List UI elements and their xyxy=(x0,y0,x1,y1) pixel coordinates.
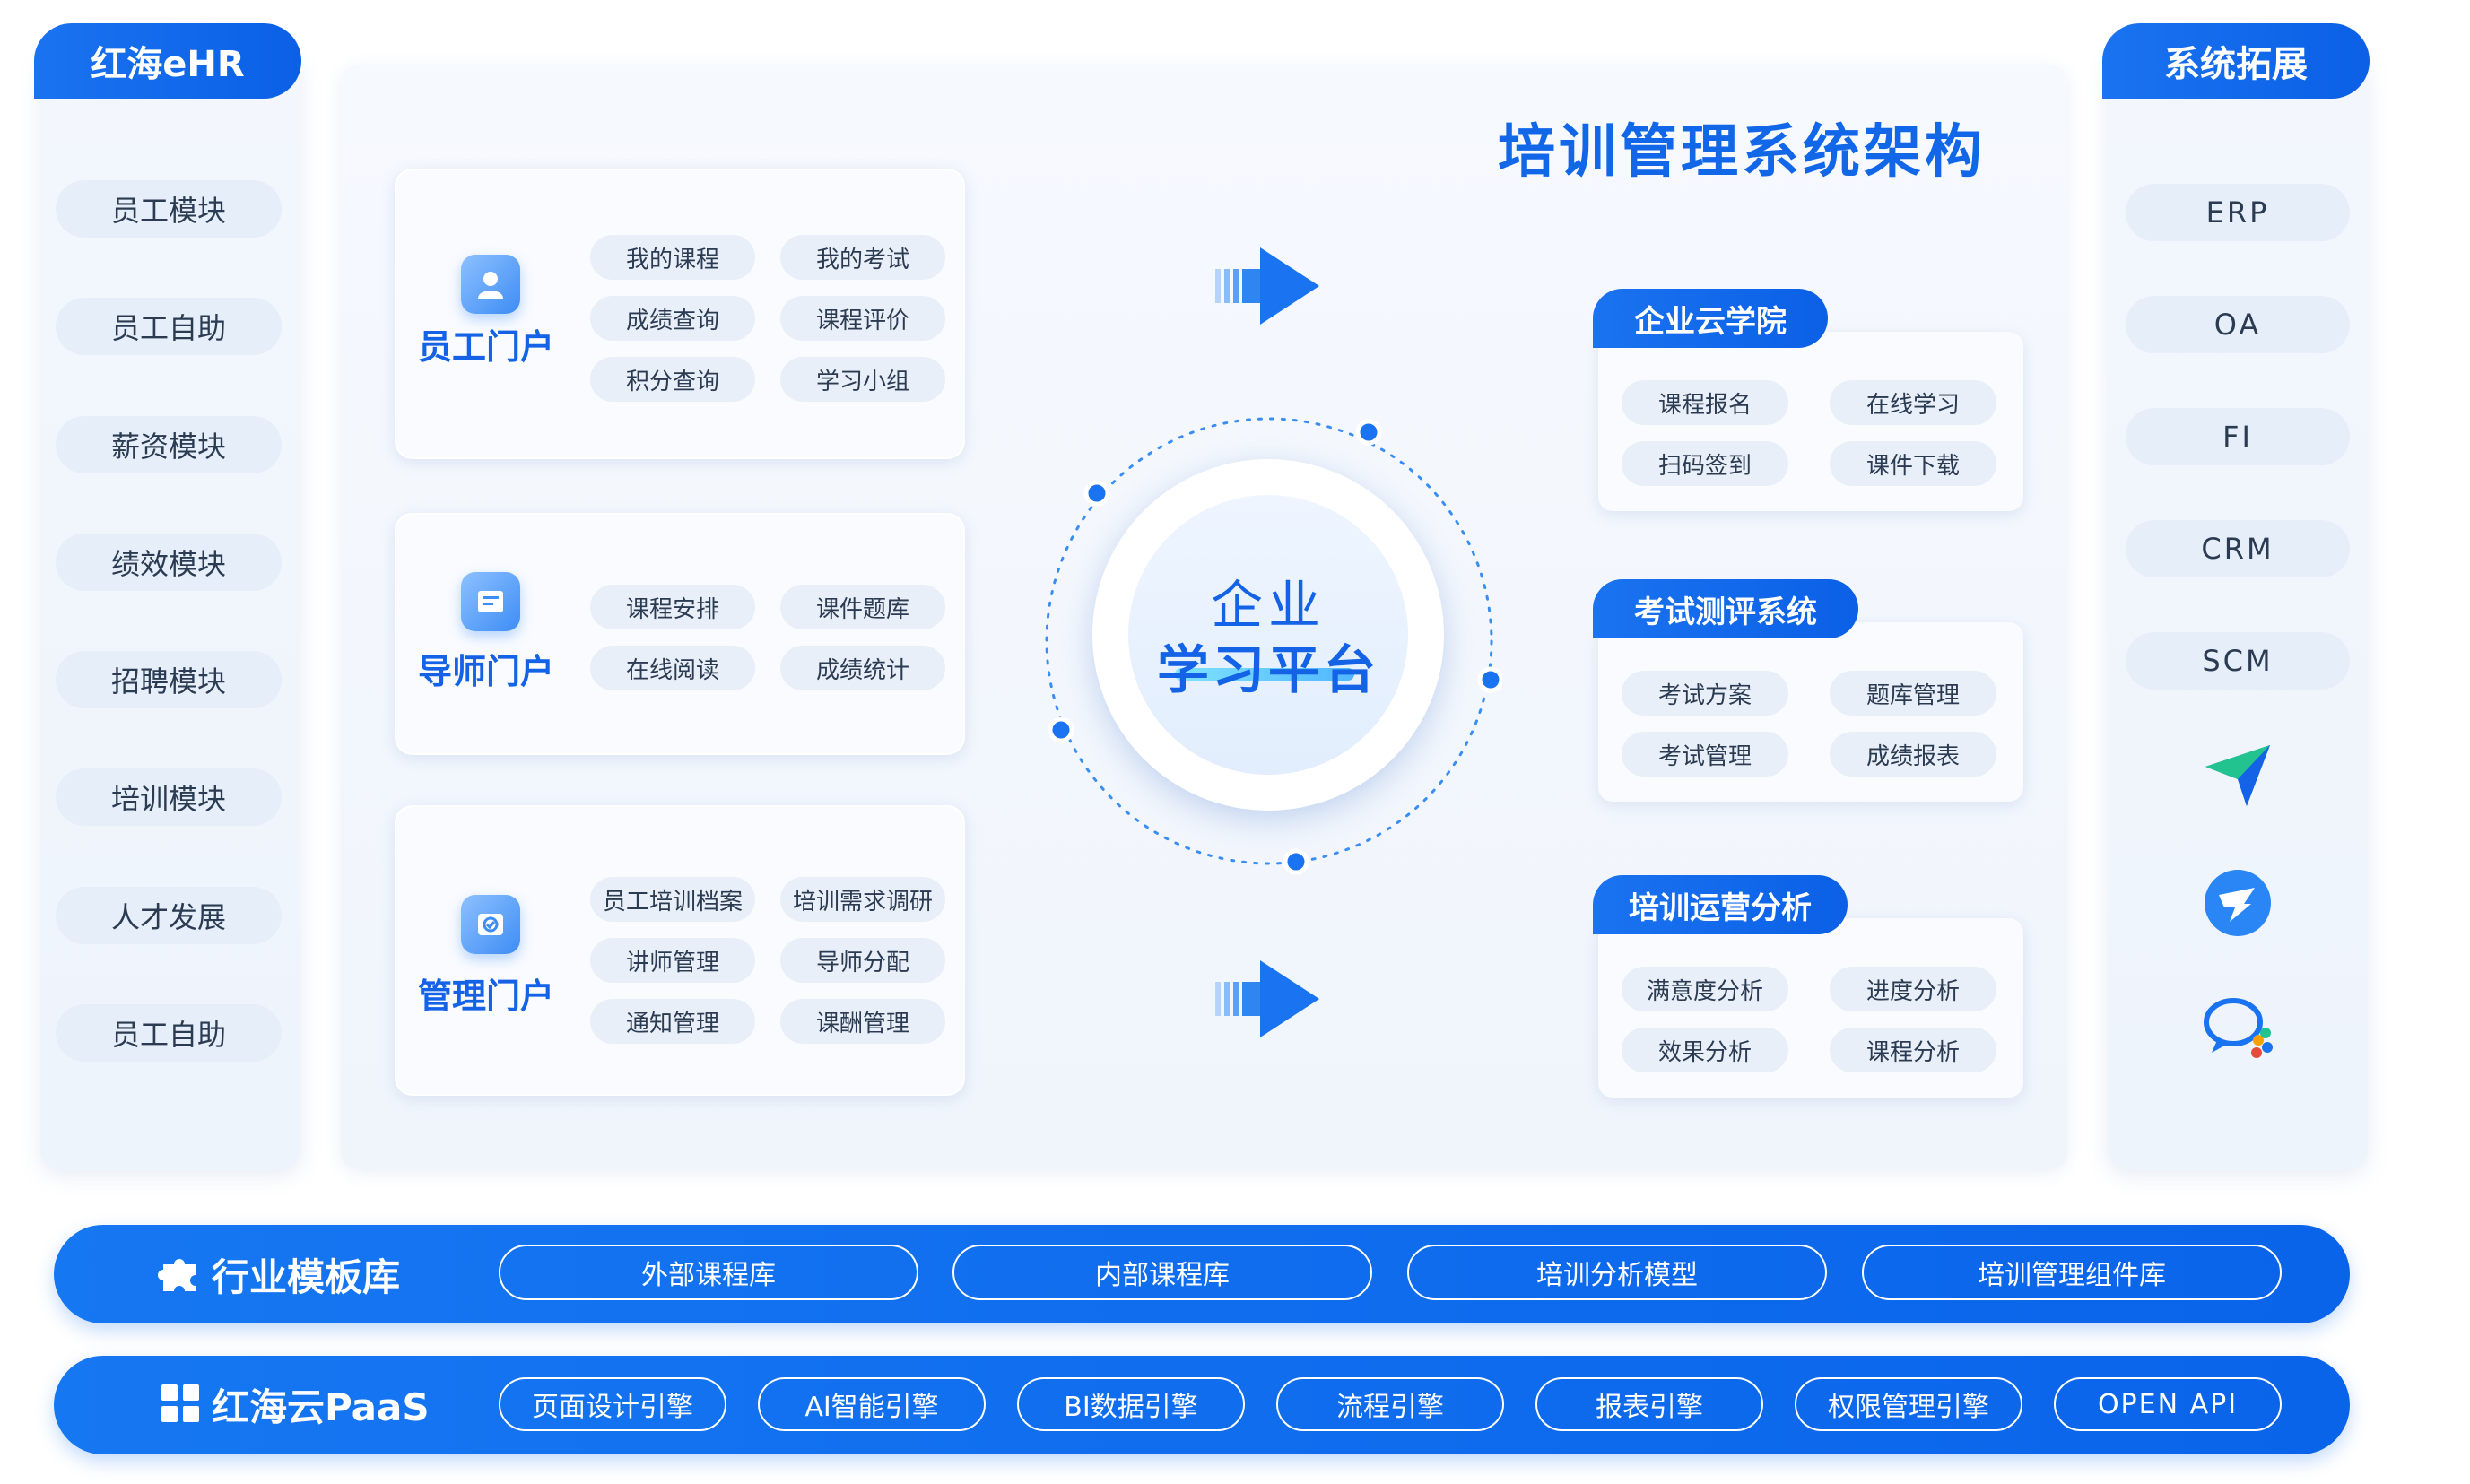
page-title: 培训管理系统架构 xyxy=(1498,119,1986,186)
chip-mentor-assign[interactable]: 导师分配 xyxy=(780,938,945,983)
chip-needs-survey[interactable]: 培训需求调研 xyxy=(780,877,945,922)
template-bar-title: 行业模板库 xyxy=(212,1254,401,1299)
left-item-3[interactable]: 薪资模块 xyxy=(56,416,282,473)
engine-open-api[interactable]: OPEN API xyxy=(2054,1377,2282,1431)
chip-my-courses[interactable]: 我的课程 xyxy=(590,235,755,280)
chip-exam-mgmt[interactable]: 考试管理 xyxy=(1622,732,1788,777)
portal-title-mentor: 导师门户 xyxy=(418,652,555,691)
chip-fee-mgmt[interactable]: 课酬管理 xyxy=(780,999,945,1044)
engine-permission[interactable]: 权限管理引擎 xyxy=(1795,1377,2022,1431)
right-item-fi[interactable]: FI xyxy=(2126,408,2350,465)
left-panel-header: 红海eHR xyxy=(34,23,301,99)
template-internal-courses[interactable]: 内部课程库 xyxy=(952,1245,1372,1300)
left-panel xyxy=(40,54,300,1170)
section-title-cloud-academy: 企业云学院 xyxy=(1593,289,1828,348)
chip-exam-plan[interactable]: 考试方案 xyxy=(1622,671,1788,716)
chip-courseware-download[interactable]: 课件下载 xyxy=(1830,441,1996,486)
engine-workflow[interactable]: 流程引擎 xyxy=(1276,1377,1504,1431)
chip-lecturer-mgmt[interactable]: 讲师管理 xyxy=(590,938,755,983)
center-underline xyxy=(1175,668,1354,681)
chip-satisfaction[interactable]: 满意度分析 xyxy=(1622,967,1788,1011)
section-title-ops-analysis: 培训运营分析 xyxy=(1593,875,1848,934)
chip-course-analysis[interactable]: 课程分析 xyxy=(1830,1028,1996,1072)
template-external-courses[interactable]: 外部课程库 xyxy=(499,1245,918,1300)
center-hub-inner xyxy=(1128,495,1408,775)
right-panel-header: 系统拓展 xyxy=(2102,23,2370,99)
paas-bar-title: 红海云PaaS xyxy=(212,1384,430,1429)
wecom-icon[interactable] xyxy=(2201,995,2276,1060)
engine-report[interactable]: 报表引擎 xyxy=(1535,1377,1763,1431)
chip-course-signup[interactable]: 课程报名 xyxy=(1622,380,1788,425)
admin-portal-icon xyxy=(461,895,520,954)
left-item-5[interactable]: 招聘模块 xyxy=(56,651,282,708)
chip-course-review[interactable]: 课程评价 xyxy=(780,296,945,341)
section-title-exam-system: 考试测评系统 xyxy=(1593,579,1858,638)
chip-progress[interactable]: 进度分析 xyxy=(1830,967,1996,1011)
puzzle-icon xyxy=(158,1252,201,1295)
dingtalk-icon[interactable] xyxy=(2203,868,2273,938)
chip-notice-mgmt[interactable]: 通知管理 xyxy=(590,999,755,1044)
grid-icon xyxy=(161,1384,199,1422)
engine-bi[interactable]: BI数据引擎 xyxy=(1017,1377,1245,1431)
chip-qr-checkin[interactable]: 扫码签到 xyxy=(1622,441,1788,486)
left-item-4[interactable]: 绩效模块 xyxy=(56,534,282,591)
chip-study-group[interactable]: 学习小组 xyxy=(780,357,945,402)
center-line-2: 学习平台 xyxy=(1156,639,1379,700)
portal-card-mentor xyxy=(395,513,965,755)
chip-courseware-bank[interactable]: 课件题库 xyxy=(780,585,945,629)
right-item-oa[interactable]: OA xyxy=(2126,296,2350,353)
portal-title-employee: 员工门户 xyxy=(418,327,555,367)
template-component-library[interactable]: 培训管理组件库 xyxy=(1862,1245,2282,1300)
center-line-1: 企业 xyxy=(1210,575,1326,636)
chip-points-query[interactable]: 积分查询 xyxy=(590,357,755,402)
template-analysis-model[interactable]: 培训分析模型 xyxy=(1407,1245,1827,1300)
chip-score-report[interactable]: 成绩报表 xyxy=(1830,732,1996,777)
left-item-1[interactable]: 员工模块 xyxy=(56,180,282,238)
left-item-2[interactable]: 员工自助 xyxy=(56,298,282,355)
chip-effect[interactable]: 效果分析 xyxy=(1622,1028,1788,1072)
chip-online-reading[interactable]: 在线阅读 xyxy=(590,646,755,690)
left-item-7[interactable]: 人才发展 xyxy=(56,887,282,944)
chip-course-schedule[interactable]: 课程安排 xyxy=(590,585,755,629)
employee-portal-icon xyxy=(461,255,520,314)
right-item-erp[interactable]: ERP xyxy=(2126,184,2350,241)
chip-question-bank[interactable]: 题库管理 xyxy=(1830,671,1996,716)
chip-score-stats[interactable]: 成绩统计 xyxy=(780,646,945,690)
left-item-6[interactable]: 培训模块 xyxy=(56,768,282,826)
chip-my-exams[interactable]: 我的考试 xyxy=(780,235,945,280)
right-item-crm[interactable]: CRM xyxy=(2126,520,2350,577)
chip-training-records[interactable]: 员工培训档案 xyxy=(590,877,755,922)
arrow-right-bottom-icon xyxy=(1215,957,1323,1041)
mentor-portal-icon xyxy=(461,572,520,631)
left-item-8[interactable]: 员工自助 xyxy=(56,1004,282,1062)
chip-online-study[interactable]: 在线学习 xyxy=(1830,380,1996,425)
arrow-right-top-icon xyxy=(1215,244,1323,328)
engine-ai[interactable]: AI智能引擎 xyxy=(758,1377,986,1431)
paper-plane-icon[interactable] xyxy=(2202,740,2274,811)
engine-page-design[interactable]: 页面设计引擎 xyxy=(499,1377,726,1431)
orbit-ring xyxy=(1036,408,1504,875)
portal-title-admin: 管理门户 xyxy=(418,976,555,1016)
right-item-scm[interactable]: SCM xyxy=(2126,632,2350,690)
chip-score-query[interactable]: 成绩查询 xyxy=(590,296,755,341)
